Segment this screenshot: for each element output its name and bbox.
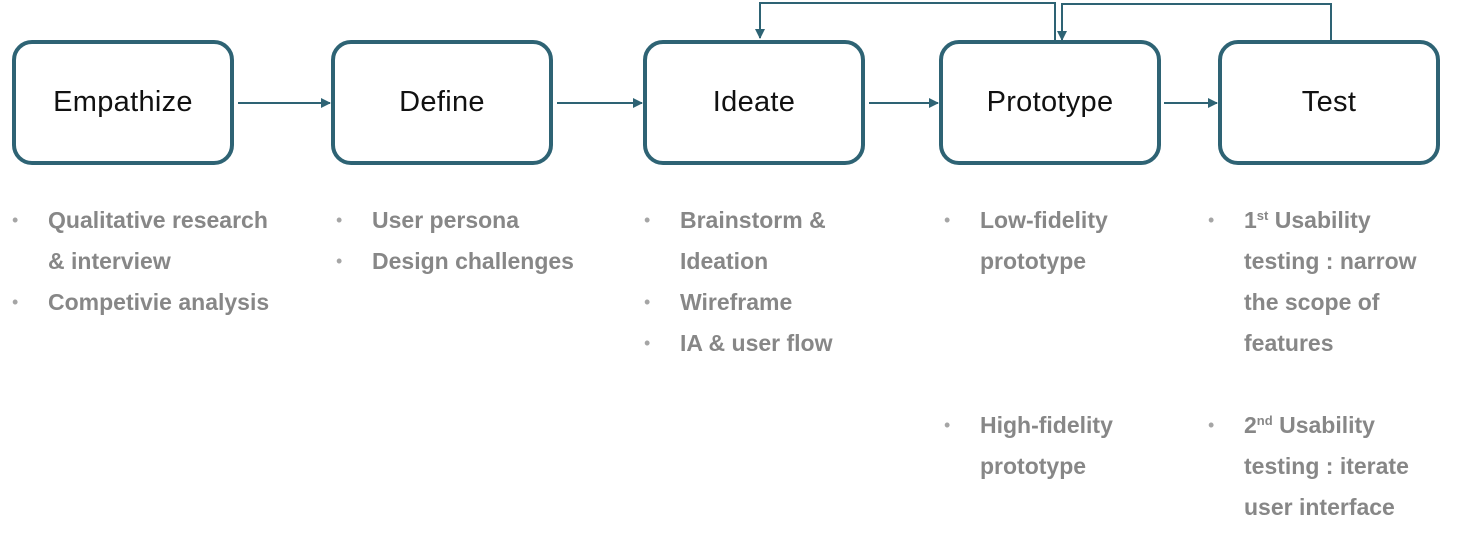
stage-title: Prototype: [986, 86, 1114, 118]
item-text: Wireframe: [680, 289, 793, 315]
item-text: IA & user flow: [680, 330, 833, 356]
feedback-arrow-prototype-ideate: [755, 2, 1056, 40]
list-item: • IA & user flow: [644, 323, 833, 364]
item-text: Brainstorm & Ideation: [680, 207, 826, 274]
feedback-arrow-test-prototype: [1057, 3, 1332, 41]
stage-prototype: Prototype: [939, 40, 1161, 165]
ordinal-number: 1: [1244, 207, 1257, 233]
list-item: • 2nd Usability testing : iterate user in…: [1208, 405, 1417, 528]
ordinal-suffix: st: [1256, 208, 1269, 223]
list-item: • Design challenges: [336, 241, 574, 282]
bullet-icon: •: [336, 251, 343, 271]
stage-empathize: Empathize: [12, 40, 234, 165]
bullet-icon: •: [644, 333, 651, 353]
bullet-icon: •: [336, 210, 343, 230]
bullet-icon: •: [12, 292, 19, 312]
item-text: Competivie analysis: [48, 289, 270, 315]
stage-title: Define: [399, 86, 485, 118]
bullet-icon: •: [944, 210, 951, 230]
test-bullet-list: • 1st Usability testing : narrow the scop…: [1208, 200, 1417, 528]
list-item: • Low-fidelity prototype: [944, 200, 1113, 282]
list-item: • Wireframe: [644, 282, 833, 323]
ordinal-suffix: nd: [1256, 413, 1273, 428]
ideate-bullet-list: • Brainstorm & Ideation • Wireframe • IA & …: [644, 200, 833, 364]
define-bullet-list: • User persona • Design challenges: [336, 200, 574, 282]
prototype-bullet-list: • Low-fidelity prototype • High-fidelity p…: [944, 200, 1113, 487]
item-text: User persona: [372, 207, 520, 233]
list-item: • Competivie analysis: [12, 282, 269, 323]
list-item: • Qualitative research & interview: [12, 200, 269, 282]
list-item: • 1st Usability testing : narrow the scop…: [1208, 200, 1417, 364]
item-text: Low-fidelity prototype: [980, 207, 1108, 274]
ordinal-number: 2: [1244, 412, 1257, 438]
stage-ideate: Ideate: [643, 40, 865, 165]
list-item: • High-fidelity prototype: [944, 405, 1113, 487]
list-item: • Brainstorm & Ideation: [644, 200, 833, 282]
item-text: Design challenges: [372, 248, 574, 274]
bullet-icon: •: [1208, 415, 1215, 435]
bullet-icon: •: [644, 292, 651, 312]
item-text: High-fidelity prototype: [980, 412, 1113, 479]
stage-test: Test: [1218, 40, 1440, 165]
stage-title: Ideate: [712, 86, 796, 118]
stage-title: Test: [1301, 86, 1357, 118]
empathize-bullet-list: • Qualitative research & interview • Compe…: [12, 200, 269, 323]
stage-define: Define: [331, 40, 553, 165]
item-text: Usability testing : narrow the scope of …: [1244, 207, 1417, 356]
list-spacer: [944, 282, 1113, 323]
list-spacer: [944, 364, 1113, 405]
bullet-icon: •: [12, 210, 19, 230]
list-spacer: [1208, 364, 1417, 405]
item-text: Qualitative research & interview: [48, 207, 268, 274]
bullet-icon: •: [1208, 210, 1215, 230]
bullet-icon: •: [644, 210, 651, 230]
list-item: • User persona: [336, 200, 574, 241]
item-text: Usability testing : iterate user interfa…: [1244, 412, 1409, 520]
stage-title: Empathize: [53, 86, 193, 118]
bullet-icon: •: [944, 415, 951, 435]
list-spacer: [944, 323, 1113, 364]
